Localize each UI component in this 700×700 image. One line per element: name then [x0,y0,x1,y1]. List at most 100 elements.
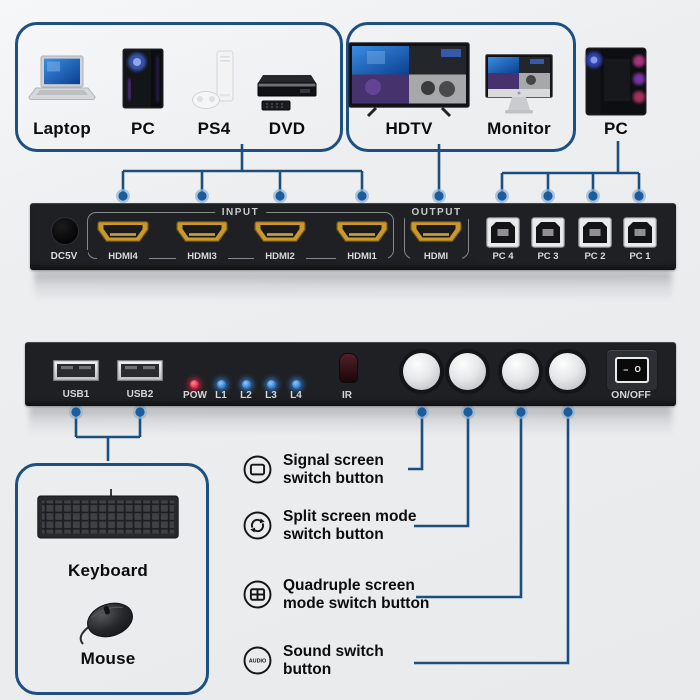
led-l1 [217,380,226,389]
l2-label: L2 [240,390,252,401]
hdmi3-label: HDMI3 [176,250,228,263]
source-pc-label: PC [130,119,156,138]
keyboard-label: Keyboard [67,561,148,580]
hdmi-port-1-icon [336,221,388,242]
sound-switch-button [549,353,586,390]
peripherals-group-box [15,463,209,695]
usb-b-port-pc2-icon [578,217,612,248]
source-dvd-label: DVD [268,119,306,138]
audio-icon: AUDIO [243,646,272,675]
display-hdtv-label: HDTV [385,119,433,138]
legend-line: Signal screen [283,452,384,469]
hdmi-output-label: HDMI [410,250,462,263]
legend-line: button [283,660,332,678]
usb-b-port-pc3-icon [531,217,565,248]
power-led [190,380,199,389]
mouse-icon [79,602,133,645]
hdmi2-label: HDMI2 [254,250,306,263]
usb-b-port-pc4-icon [486,217,520,248]
host-pc: PC [580,47,652,139]
peripheral-keyboard: Keyboard [37,488,179,581]
legend-line: Sound switch [283,643,384,660]
legend-quad-screen-text: Quadruple screen mode switch button [283,577,429,612]
rocker-off-mark: O [634,365,641,374]
cycle-icon [243,511,272,540]
pow-label: POW [183,390,207,401]
audio-icon-text: AUDIO [249,659,266,665]
hdmi4-label: HDMI4 [97,250,149,263]
legend-sound-switch: AUDIO Sound switch button [242,643,384,678]
source-ps4-label: PS4 [197,119,231,138]
quad-screen-button [502,353,539,390]
mouse-label: Mouse [80,649,136,668]
pc4-port-label: PC 4 [477,250,529,263]
source-dvd: DVD [251,72,323,139]
legend-line: Split screen mode [283,508,417,525]
ir-label: IR [342,390,352,401]
l4-label: L4 [290,390,302,401]
gaming-tower-icon [585,47,647,116]
legend-line: mode switch button [283,594,430,612]
source-ps4: PS4 [178,50,250,139]
dc-power-label: DC5V [40,250,88,263]
game-console-icon [192,50,234,109]
desktop-tower-icon [122,48,164,109]
legend-sound-switch-text: Sound switch button [283,643,384,678]
input-group-bracket: INPUT [87,206,394,259]
front-panel: DC5V INPUT HDMI4 HDMI3 HDMI2 HDMI1 [30,203,676,270]
legend-quad-screen: Quadruple screen mode switch button [242,577,429,612]
tv-icon [348,42,470,118]
source-pc: PC [107,48,179,139]
hdmi1-label: HDMI1 [336,250,388,263]
on-off-label: ON/OFF [611,389,651,401]
legend-line: switch button [283,525,384,543]
pc2-port-label: PC 2 [569,250,621,263]
led-l4 [292,380,301,389]
source-laptop: Laptop [26,55,98,139]
display-monitor-label: Monitor [487,119,551,138]
l1-label: L1 [215,390,227,401]
signal-switch-button [403,353,440,390]
hdmi-port-3-icon [176,221,228,242]
legend-signal-screen: Signal screen switch button [242,452,384,487]
output-group-label: OUTPUT [404,206,469,219]
rocker-face: − O [615,357,649,383]
display-hdtv: HDTV [348,42,470,139]
hdmi-port-4-icon [97,221,149,242]
pc1-port-label: PC 1 [614,250,666,263]
legend-split-screen-text: Split screen mode switch button [283,508,417,543]
host-pc-label: PC [603,119,629,138]
led-l3 [267,380,276,389]
legend-line: Quadruple screen [283,577,415,594]
l3-label: L3 [265,390,277,401]
sources-group-box [15,22,343,152]
split-screen-button [449,353,486,390]
led-l2 [242,380,251,389]
usb-b-port-pc1-icon [623,217,657,248]
connector-dots-group [69,189,646,419]
usb-a-port-2-icon [117,360,163,381]
legend-split-screen: Split screen mode switch button [242,508,417,543]
rocker-on-mark: − [623,364,629,375]
quad-screen-icon [243,580,272,609]
dc-power-jack [51,217,79,245]
power-rocker-switch: − O [606,349,658,391]
connector-lines-group [74,141,641,665]
monitor-icon [485,54,553,114]
dvd-player-icon [257,75,317,111]
ir-receiver [339,353,358,383]
peripheral-mouse: Mouse [74,592,142,669]
usb-a-port-1-icon [53,360,99,381]
legend-line: switch button [283,469,384,487]
display-monitor: Monitor [485,54,553,139]
keyboard-icon [37,489,179,539]
displays-group-box [346,22,576,152]
single-screen-icon [243,455,272,484]
laptop-icon [28,55,96,100]
front-panel-reflection [34,271,672,305]
hdmi-output-port-icon [410,221,462,242]
pc3-port-label: PC 3 [522,250,574,263]
legend-signal-screen-text: Signal screen switch button [283,452,384,487]
input-group-label: INPUT [214,206,267,219]
